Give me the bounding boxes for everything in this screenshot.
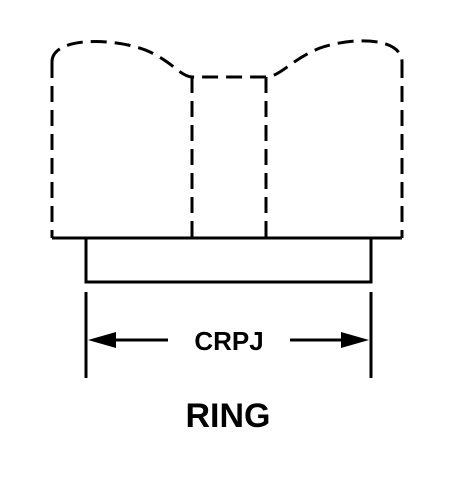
part-name: RING	[186, 397, 271, 435]
ring-flange	[84, 236, 373, 284]
break-line	[50, 39, 404, 79]
arrowhead-left	[88, 332, 116, 348]
dimension-label: CRPJ	[194, 326, 263, 356]
arrowhead-right	[341, 332, 369, 348]
